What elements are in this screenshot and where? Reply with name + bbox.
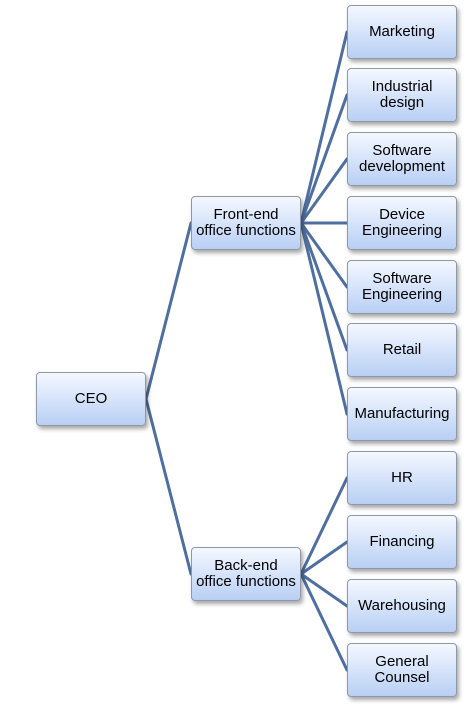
manufacturing-node[interactable]: Manufacturing (347, 387, 457, 441)
connector-back-end-office-functions-to-warehousing (299, 572, 349, 608)
connector-back-end-office-functions-to-hr (299, 476, 349, 576)
ceo-node[interactable]: CEO (36, 372, 146, 426)
connector-front-end-office-functions-to-marketing (299, 30, 349, 225)
software-engineering-node[interactable]: Software Engineering (347, 260, 457, 314)
warehousing-node[interactable]: Warehousing (347, 579, 457, 633)
hr-node[interactable]: HR (347, 451, 457, 505)
connector-back-end-office-functions-to-general-counsel (299, 572, 349, 672)
industrial-design-node[interactable]: Industrial design (347, 68, 457, 122)
marketing-node[interactable]: Marketing (347, 5, 457, 59)
connector-front-end-office-functions-to-manufacturing (299, 221, 349, 416)
connector-front-end-office-functions-to-software-engineering (299, 221, 349, 289)
connector-front-end-office-functions-to-software-development (299, 157, 349, 225)
general-counsel-node[interactable]: General Counsel (347, 643, 457, 697)
connector-front-end-office-functions-to-industrial-design (299, 93, 349, 225)
connector-back-end-office-functions-to-financing (299, 540, 349, 576)
retail-node[interactable]: Retail (347, 323, 457, 377)
device-engineering-node[interactable]: Device Engineering (347, 196, 457, 250)
software-development-node[interactable]: Software development (347, 132, 457, 186)
connector-ceo-to-front-end-office-functions (144, 221, 193, 401)
back-end-office-functions-node[interactable]: Back-end office functions (191, 547, 301, 601)
connector-front-end-office-functions-to-retail (299, 221, 349, 352)
connector-ceo-to-back-end-office-functions (144, 397, 193, 576)
front-end-office-functions-node[interactable]: Front-end office functions (191, 196, 301, 250)
financing-node[interactable]: Financing (347, 515, 457, 569)
